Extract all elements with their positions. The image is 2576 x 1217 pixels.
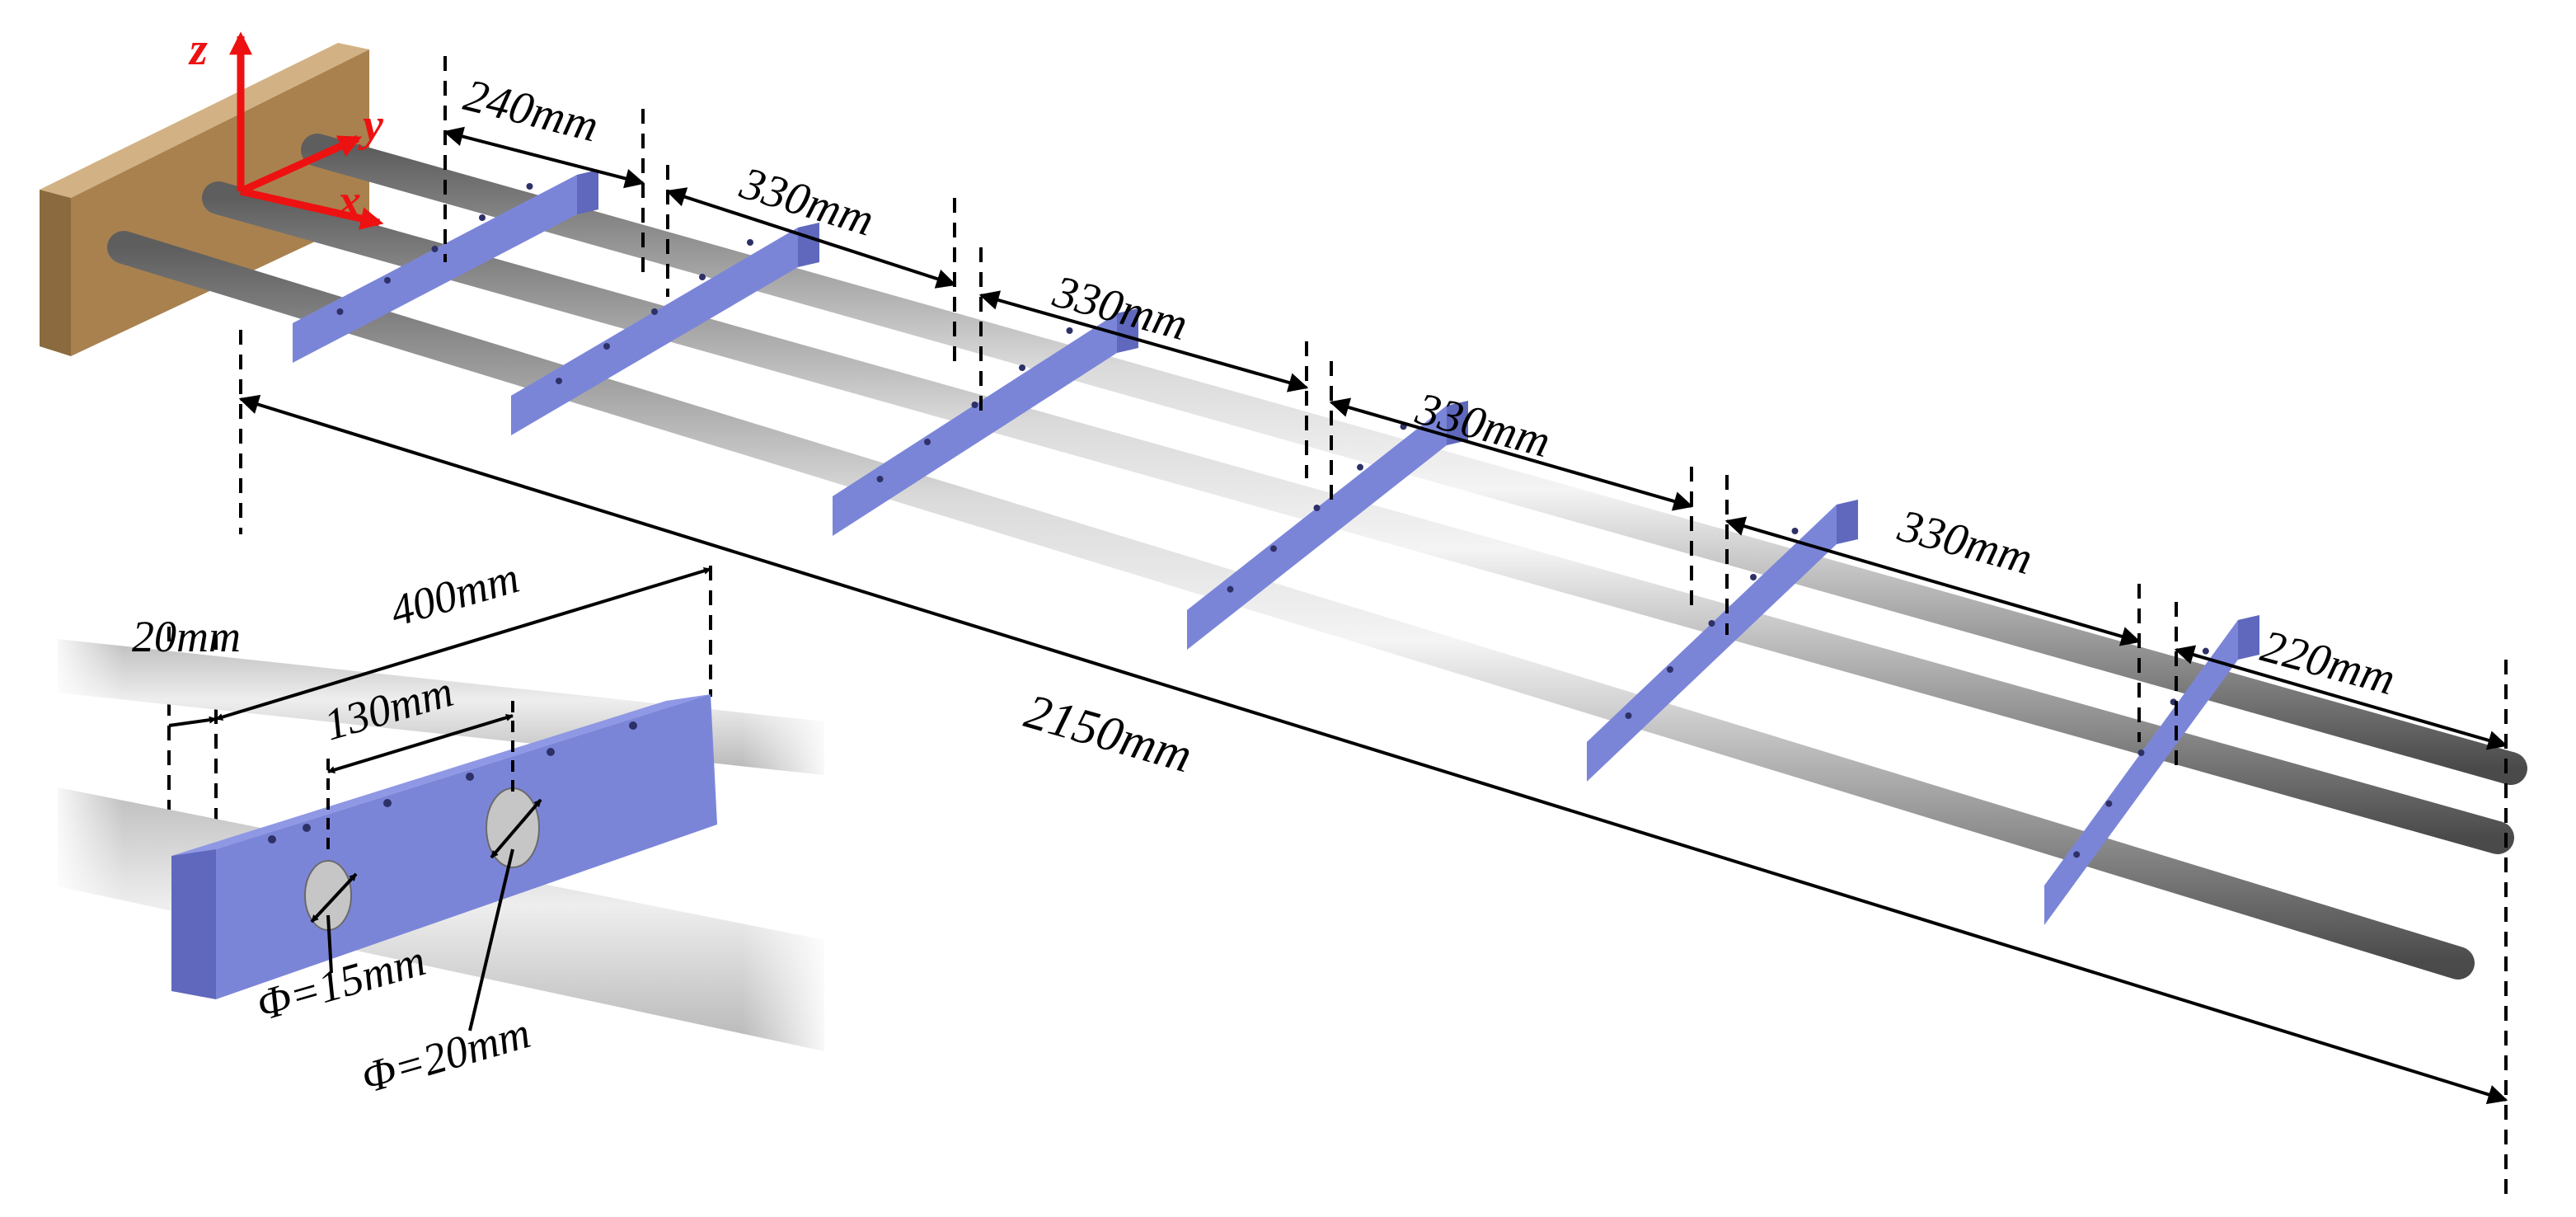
bolt-hole <box>2202 647 2209 655</box>
bolt-hole <box>1313 505 1321 511</box>
bolt-hole <box>1791 528 1799 534</box>
bolt-hole <box>479 214 486 221</box>
plate-1 <box>293 170 598 363</box>
segment-arrows <box>238 126 2508 1105</box>
bolt-hole <box>1667 666 1673 673</box>
bolt-hole <box>1357 463 1363 471</box>
bolt-hole <box>1227 585 1234 593</box>
bolt-hole <box>651 308 658 315</box>
bolt-hole <box>556 378 562 384</box>
bolt-hole <box>603 343 610 350</box>
bolt-hole <box>699 274 706 280</box>
bolt-hole <box>1066 327 1073 334</box>
axis-label-z: z <box>188 24 208 75</box>
bolt-hole <box>971 402 978 408</box>
bolt-hole <box>336 308 344 315</box>
detail-plate-thickness: 20mm <box>132 612 241 661</box>
bolt-hole <box>431 246 439 252</box>
bolt-hole <box>1750 574 1757 580</box>
bolt-hole <box>924 439 931 445</box>
bolt-hole <box>1708 620 1715 627</box>
detail-plate-length: 400mm <box>385 552 524 637</box>
bolt-hole <box>876 476 884 482</box>
dimension-total: 2150mm <box>1019 684 1198 782</box>
axis-label-x: x <box>337 176 361 227</box>
bolt-hole <box>526 183 533 190</box>
bolt-hole <box>384 277 391 284</box>
bolt-hole <box>2073 851 2081 858</box>
axis-label-y: y <box>358 100 384 151</box>
dimension-330-d: 330mm <box>1893 500 2038 585</box>
bolt-hole <box>1270 545 1277 552</box>
bolt-hole <box>1625 712 1632 719</box>
bolt-hole <box>1019 364 1025 371</box>
bolt-hole <box>2105 800 2113 807</box>
detail-dimensions <box>168 567 711 1031</box>
bolt-hole <box>747 239 753 246</box>
detail-hole-diameter-large: Φ=20mm <box>356 1008 536 1102</box>
coordinate-axes: z y x <box>188 24 384 230</box>
bolt-hole <box>2137 749 2145 756</box>
